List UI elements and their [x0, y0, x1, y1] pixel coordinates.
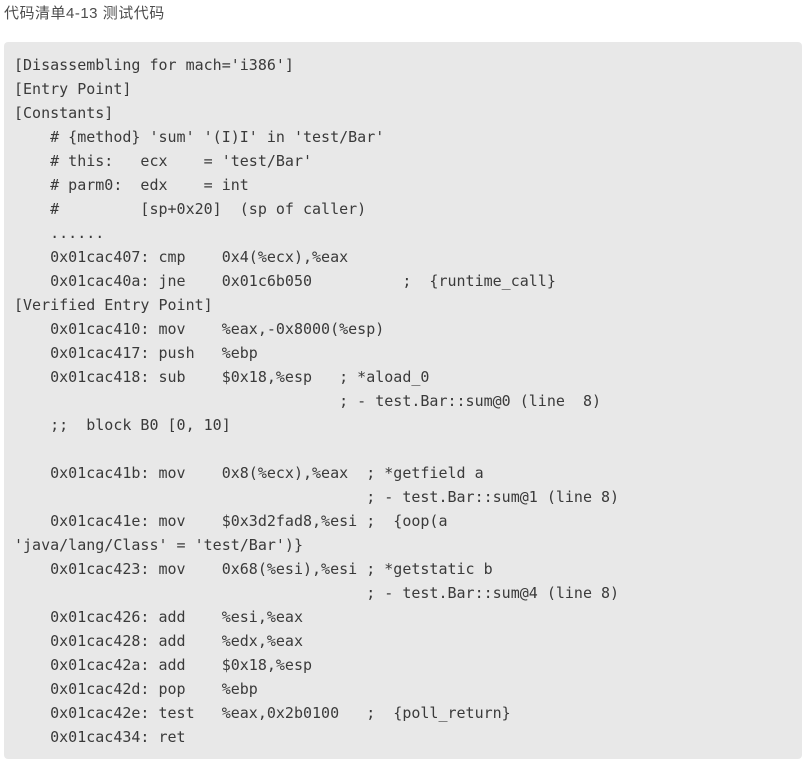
code-content: [Disassembling for mach='i386'] [Entry P… — [14, 56, 620, 746]
listing-title: 代码清单4-13 测试代码 — [4, 5, 165, 22]
code-block: [Disassembling for mach='i386'] [Entry P… — [4, 42, 802, 759]
